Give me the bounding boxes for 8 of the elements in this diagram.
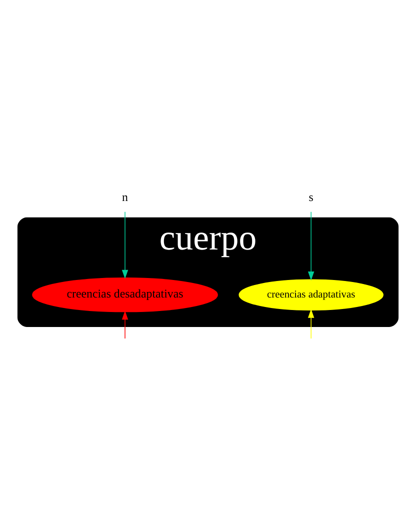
node-text: n (122, 190, 128, 204)
arrow (122, 310, 128, 339)
node-ellipse: creencias desadaptativas (32, 278, 218, 312)
node-ellipse: creencias adaptativas (238, 279, 384, 310)
arrow (308, 308, 314, 339)
arrow (308, 212, 314, 280)
arrow (122, 212, 128, 279)
node-text: s (308, 190, 314, 204)
